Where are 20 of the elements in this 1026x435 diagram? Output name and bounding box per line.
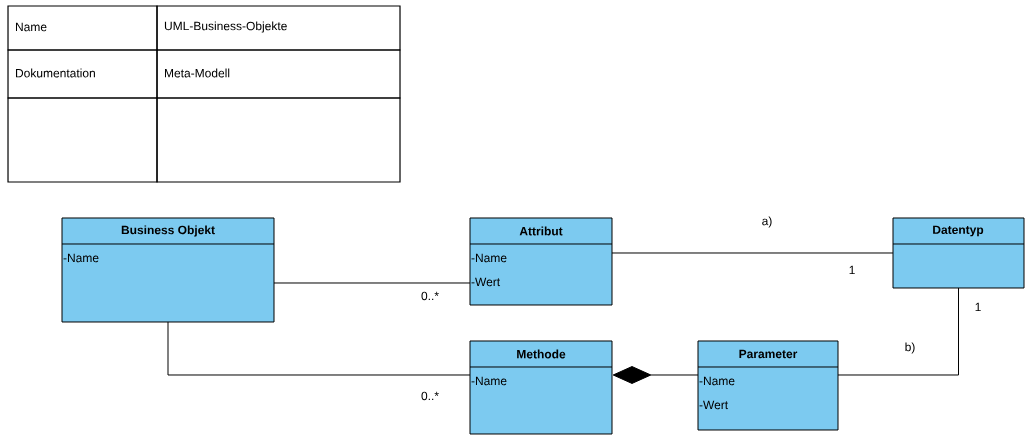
association-line [611,252,894,254]
multiplicity-label: 0..* [421,391,439,401]
edge-label: b) [903,341,917,355]
table-cell: UML-Business-Objekte [156,5,401,51]
association-line [167,321,471,376]
table-cell: Dokumentation [7,49,158,99]
multiplicity-label: 1 [975,302,981,312]
multiplicity-label: 1 [849,265,855,275]
association-line [837,287,959,376]
class-box: Parameter -Name -Wert [697,340,839,431]
edge-label: a) [760,215,774,229]
class-box: Datentyp [892,217,1025,289]
table-cell: Name [7,5,158,51]
class-box: Methode -Name [469,340,613,435]
class-box: Business Objekt -Name [61,217,275,323]
table-cell: Meta-Modell [156,49,401,99]
association-line [273,282,471,284]
composition-line [612,366,699,384]
multiplicity-label: 0..* [421,291,439,301]
class-box: Attribut -Name -Wert [469,217,613,306]
